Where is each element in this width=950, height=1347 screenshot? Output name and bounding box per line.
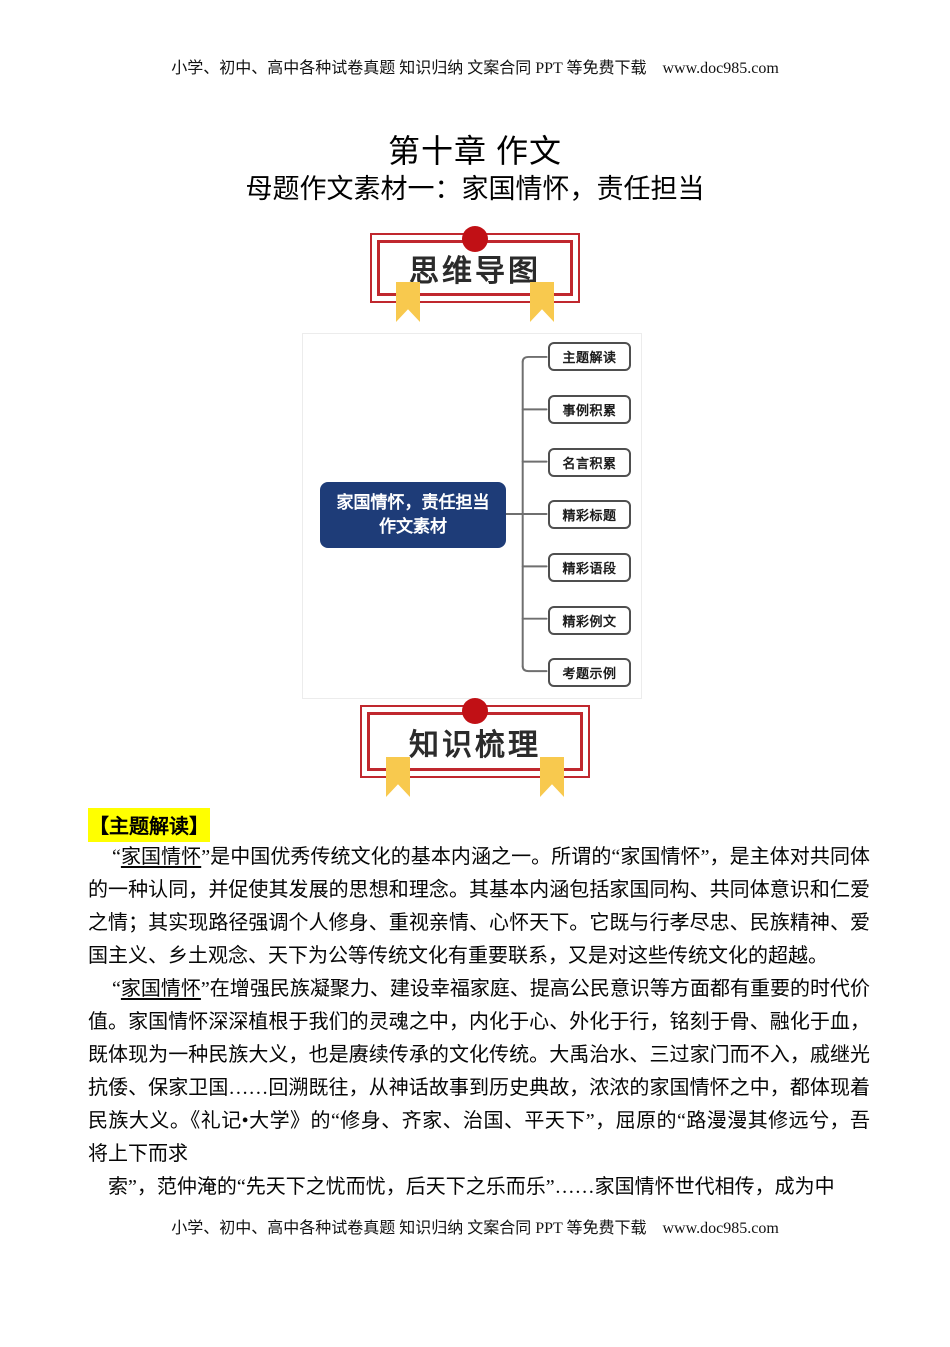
section-label: 【主题解读】 [88,808,210,842]
bookmark-ribbon-left-icon [386,757,410,797]
body-text: “家国情怀”是中国优秀传统文化的基本内涵之一。所谓的“家国情怀”，是主体对共同体… [88,841,870,1204]
bookmark-ribbon-right-icon [530,282,554,322]
red-dot-icon [462,226,488,252]
topic-subtitle: 母题作文素材一：家国情怀，责任担当 [245,174,705,204]
mindmap-connectors [503,355,548,673]
mindmap-badge-label: 思维导图 [409,255,541,288]
mindmap-root-node: 家国情怀，责任担当 作文素材 [320,482,506,548]
section-label-highlight: 【主题解读】 [88,808,210,842]
mindmap-node-essays: 精彩例文 [548,606,631,635]
mindmap-badge: 思维导图 [370,226,580,322]
mindmap-root-line2: 作文素材 [379,517,447,536]
site-header: 小学、初中、高中各种试卷真题 知识归纳 文案合同 PPT 等免费下载 www.d… [171,60,779,77]
mindmap-node-titles: 精彩标题 [548,500,631,529]
knowledge-badge-label: 知识梳理 [409,728,541,762]
bookmark-ribbon-left-icon [396,282,420,322]
paragraph-2: “家国情怀”在增强民族凝聚力、建设幸福家庭、提高公民意识等方面都有重要的时代价值… [88,978,870,1165]
mindmap-node-questions: 考题示例 [548,658,631,687]
paragraph-3: 索”，范仲淹的“先天下之忧而忧，后天下之乐而乐”……家国情怀世代相传，成为中 [108,1176,835,1198]
mindmap-root-line1: 家国情怀，责任担当 [336,493,490,512]
site-footer: 小学、初中、高中各种试卷真题 知识归纳 文案合同 PPT 等免费下载 www.d… [171,1220,779,1237]
chapter-title: 第十章 作文 [387,133,562,169]
mindmap-diagram: 家国情怀，责任担当 作文素材 主题解读 事例积累 名言积累 精彩标题 精彩语段 … [302,333,642,699]
knowledge-badge: 知识梳理 [360,698,590,797]
mindmap-node-theme: 主题解读 [548,342,631,371]
mindmap-node-examples: 事例积累 [548,395,631,424]
red-dot-icon [462,698,488,724]
bookmark-ribbon-right-icon [540,757,564,797]
mindmap-node-passages: 精彩语段 [548,553,631,582]
paragraph-1: “家国情怀”是中国优秀传统文化的基本内涵之一。所谓的“家国情怀”，是主体对共同体… [88,846,871,967]
mindmap-node-quotes: 名言积累 [548,448,631,477]
